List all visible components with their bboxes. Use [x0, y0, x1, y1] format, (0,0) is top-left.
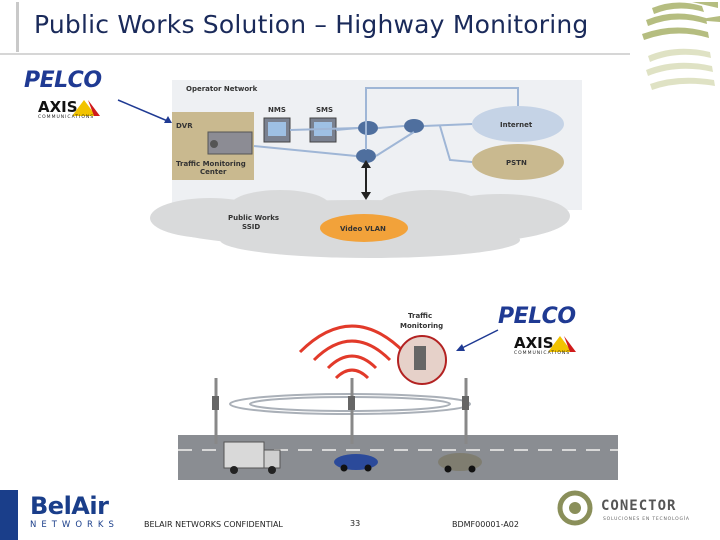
axis-logo-subtext: COMMUNICATIONS — [38, 115, 95, 120]
conector-ring-icon — [557, 490, 593, 526]
video-vlan-label: Video VLAN — [340, 225, 386, 233]
internet-label: Internet — [500, 121, 533, 129]
blue-car-icon — [334, 454, 378, 472]
truck-icon — [223, 441, 281, 474]
tmc-label-2: Center — [200, 168, 227, 176]
traffic-label-2: Monitoring — [400, 322, 443, 330]
page-number: 33 — [350, 519, 361, 528]
grey-car-icon — [438, 453, 482, 473]
network-links — [253, 87, 519, 163]
axis-triangle-icon-bottom — [548, 336, 576, 352]
monitor-wall-icon — [207, 131, 253, 155]
belair-logo-subtext: NETWORKS — [30, 520, 119, 530]
pelco-logo-bottom: PELCO — [498, 304, 576, 329]
axis-triangle-icon — [72, 100, 100, 116]
pstn-cloud — [472, 144, 564, 180]
wifi-signal-icon — [298, 324, 406, 380]
sms-label: SMS — [316, 106, 333, 114]
traffic-label-1: Traffic — [408, 312, 432, 320]
network-diagram: Operator Network Public Works SSID Video… — [150, 80, 618, 480]
belair-logo: BelAir NETWORKS — [30, 492, 119, 530]
operator-network-label: Operator Network — [186, 85, 258, 93]
video-vlan-cloud — [320, 214, 408, 242]
nms-label: NMS — [268, 106, 286, 114]
router-icon-2 — [404, 119, 424, 133]
belair-logo-text: BelAir — [30, 492, 109, 520]
page-title: Public Works Solution – Highway Monitori… — [34, 10, 589, 39]
router-icon-3 — [356, 149, 376, 163]
axis-logo-subtext-bottom: COMMUNICATIONS — [514, 351, 571, 356]
title-bar: Public Works Solution – Highway Monitori… — [0, 0, 720, 56]
pstn-label: PSTN — [506, 159, 527, 167]
document-code: BDMF00001-A02 — [452, 520, 519, 529]
footer-accent-bar — [0, 490, 18, 540]
pelco-logo-text-bottom: PELCO — [498, 304, 576, 329]
public-works-label-2: SSID — [242, 223, 260, 231]
conector-logo-text: CONECTOR — [601, 498, 677, 514]
operator-icon — [210, 140, 218, 148]
pelco-logo-text: PELCO — [24, 68, 102, 93]
light-poles — [214, 378, 468, 444]
uplink-arrow — [361, 160, 371, 200]
conector-logo-subtext: SOLUCIONES EN TECNOLOGÍA — [603, 517, 690, 522]
internet-cloud — [472, 106, 564, 142]
router-icon-1 — [358, 121, 378, 135]
axis-logo-text-bottom: AXIS — [514, 334, 554, 352]
camera-icon — [414, 346, 426, 370]
pole-radio-icons — [212, 396, 469, 410]
axis-logo-text: AXIS — [38, 98, 78, 116]
title-accent-bar — [16, 2, 19, 52]
title-divider — [0, 53, 630, 55]
pelco-logo-top: PELCO — [24, 68, 102, 93]
corner-swoosh-art — [642, 2, 720, 90]
public-works-label-1: Public Works — [228, 214, 279, 222]
confidential-label: BELAIR NETWORKS CONFIDENTIAL — [144, 520, 283, 529]
tmc-label-1: Traffic Monitoring — [176, 160, 246, 168]
dvr-label: DVR — [176, 122, 193, 130]
